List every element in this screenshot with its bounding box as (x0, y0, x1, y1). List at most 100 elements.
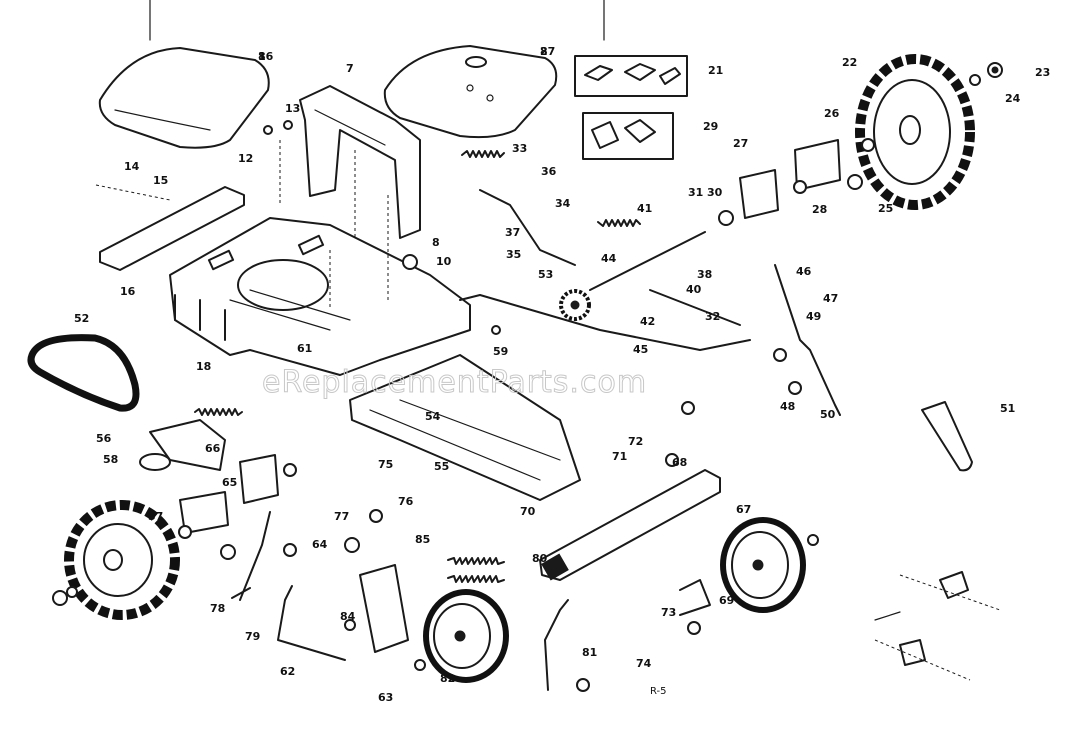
part-callout-label: 45 (633, 343, 648, 356)
seat-bracket-part (299, 85, 421, 239)
part-callout-label: 21 (708, 64, 723, 77)
part-callout-label: 64 (312, 538, 328, 551)
front-axle-part (539, 469, 721, 581)
spindle-part (679, 579, 711, 616)
seat-pan-part (383, 45, 558, 139)
hardware-kit-box (582, 112, 674, 160)
part-callout-label: 13 (285, 102, 300, 115)
part-callout-label: 25 (878, 202, 893, 215)
part-callout-label: 1 (258, 50, 266, 63)
part-callout-label: 59 (493, 345, 508, 358)
part-callout-label: 70 (520, 505, 536, 518)
side-rail-part (99, 186, 245, 271)
part-callout-label: 26 (824, 107, 840, 120)
part-callout-label: 36 (541, 165, 557, 178)
part-callout-label: 41 (637, 202, 652, 215)
part-callout-label: 24 (1005, 92, 1021, 105)
steering-column-part (774, 264, 841, 416)
part-callout-label: 16 (120, 285, 136, 298)
bracket-kit-part (874, 571, 969, 666)
rear-wheel-part (855, 54, 975, 210)
part-callout-label: 46 (796, 265, 812, 278)
part-callout-label: 18 (196, 360, 211, 373)
watermark-text: eReplacementParts.com (262, 365, 647, 400)
part-callout-label: 49 (806, 310, 821, 323)
hardware-kit-box (574, 55, 688, 97)
part-callout-label: 76 (398, 495, 414, 508)
part-callout-label: 73 (661, 606, 676, 619)
part-callout-label: 86 (258, 50, 274, 63)
part-callout-label: 38 (697, 268, 712, 281)
spring-part (194, 408, 243, 416)
rod-part (649, 289, 741, 326)
axle-plate-part (179, 139, 841, 534)
steering-arm-part (277, 585, 346, 661)
part-callout-label: 81 (582, 646, 597, 659)
part-callout-label: 77 (334, 510, 349, 523)
part-callout-label: 29 (703, 120, 718, 133)
spindle-part (544, 599, 569, 691)
part-callout-label: 65 (222, 476, 237, 489)
hardware-fasteners (52, 62, 1003, 692)
part-callout-label: 31 (688, 186, 703, 199)
part-callout-label: 63 (378, 691, 393, 704)
part-callout-label: 22 (842, 56, 857, 69)
part-callout-label: 44 (601, 252, 617, 265)
spring-part (597, 219, 641, 227)
part-callout-label: 55 (434, 460, 449, 473)
part-callout-label: 34 (555, 197, 571, 210)
drive-belt-part (27, 334, 140, 412)
part-callout-label: 51 (1000, 402, 1015, 415)
part-callout-label: 40 (686, 283, 702, 296)
spring-part (447, 575, 505, 583)
part-callout-label: 80 (532, 552, 548, 565)
part-callout-label: 66 (205, 442, 221, 455)
part-callout-label: 27 (733, 137, 748, 150)
pedal-bracket-part (359, 564, 409, 653)
part-callout-label: 68 (672, 456, 687, 469)
part-callout-label: 71 (612, 450, 627, 463)
part-callout-label: 33 (512, 142, 527, 155)
part-callout-label: 35 (506, 248, 521, 261)
lower-frame-part (349, 354, 581, 501)
part-callout-label: 72 (628, 435, 643, 448)
pulley-bracket-part (139, 419, 226, 471)
part-callout-label: 61 (297, 342, 312, 355)
rear-wheel-part (64, 500, 180, 620)
front-wheel-part (720, 517, 806, 613)
steering-arm-part (231, 511, 271, 601)
part-callout-label: 15 (153, 174, 168, 187)
part-callout-label: 28 (812, 203, 827, 216)
seat-cushion-part (98, 47, 270, 149)
part-callout-label: 54 (425, 410, 441, 423)
assembly-lines (95, 140, 1001, 681)
part-callout-label: 8 (432, 236, 440, 249)
linkage-rod-part (459, 294, 751, 351)
rear-axle-part (589, 231, 706, 291)
part-callout-label: 10 (436, 255, 452, 268)
part-callout-label: 14 (124, 160, 140, 173)
part-callout-label: 74 (636, 657, 652, 670)
sprocket-gear-part (559, 289, 591, 321)
part-callout-label: 52 (74, 312, 89, 325)
part-callout-label: 82 (440, 672, 455, 685)
page-code: R-5 (650, 686, 667, 697)
shift-rod-part (479, 189, 576, 266)
part-callout-label: 84 (340, 610, 356, 623)
part-callout-label: 48 (780, 400, 795, 413)
part-callout-label: 30 (707, 186, 723, 199)
spring-part (447, 557, 505, 565)
part-callout-label: 58 (103, 453, 118, 466)
part-callout-label: 62 (280, 665, 295, 678)
part-callout-label: 7 (346, 62, 354, 75)
handle-grip-part (921, 401, 973, 472)
spring-part (461, 150, 505, 158)
chassis-frame-part (169, 217, 471, 376)
part-callout-label: 79 (245, 630, 260, 643)
part-callout-label: 57 (148, 510, 163, 523)
part-callout-label: 23 (1035, 66, 1050, 79)
part-callout-label: 2 (540, 45, 548, 58)
part-callout-label: 69 (719, 594, 734, 607)
